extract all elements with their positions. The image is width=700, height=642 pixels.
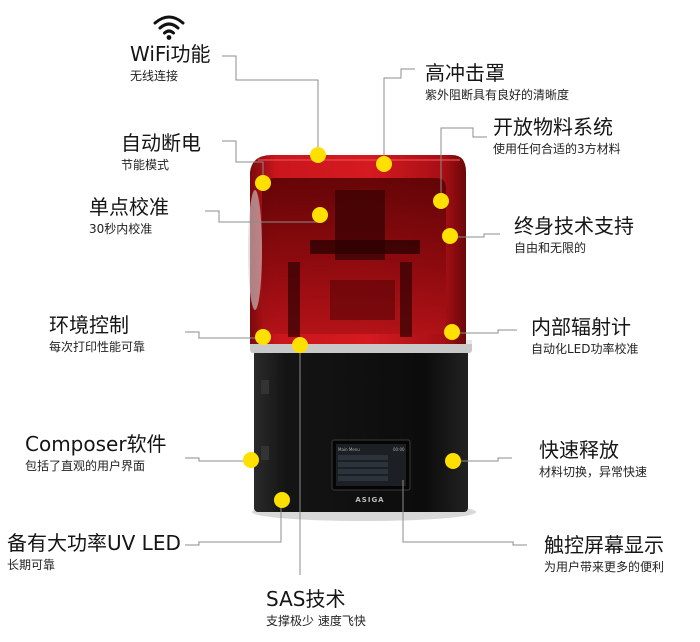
feature-subtitle: 每次打印性能可靠 xyxy=(49,340,146,354)
connector-lines xyxy=(185,55,527,575)
feature-impact-shield: 高冲击罩 紫外阻断具有良好的清晰度 xyxy=(425,62,569,103)
feature-subtitle: 支撑极少 速度飞快 xyxy=(266,614,366,628)
feature-title: 备有大功率UV LED xyxy=(7,531,181,555)
feature-title: WiFi功能 xyxy=(130,42,211,66)
feature-dots xyxy=(243,147,461,508)
feature-title: 单点校准 xyxy=(89,195,169,219)
feature-title: 环境控制 xyxy=(49,313,129,337)
feature-title: 高冲击罩 xyxy=(425,61,505,85)
feature-subtitle: 包括了直观的用户界面 xyxy=(25,459,146,473)
feature-title: 终身技术支持 xyxy=(514,214,634,238)
feature-title: 内部辐射计 xyxy=(531,315,631,339)
feature-title: Composer软件 xyxy=(25,432,167,456)
feature-subtitle: 使用任何合适的3方材料 xyxy=(493,142,621,156)
feature-auto-off: 自动断电 节能模式 xyxy=(121,132,201,173)
feature-subtitle: 自由和无限的 xyxy=(514,241,587,255)
screen-title: Main Menu xyxy=(338,447,360,452)
feature-wifi: WiFi功能 无线连接 xyxy=(130,43,211,84)
feature-sas-tech: SAS技术 支撑极少 速度飞快 xyxy=(266,588,366,629)
feature-title: 自动断电 xyxy=(121,131,201,155)
feature-radiometer: 内部辐射计 自动化LED功率校准 xyxy=(531,316,639,357)
feature-env-control: 环境控制 每次打印性能可靠 xyxy=(49,314,145,355)
printer-body xyxy=(254,350,468,512)
feature-title: 开放物料系统 xyxy=(493,115,613,139)
feature-composer: Composer软件 包括了直观的用户界面 xyxy=(25,433,167,474)
feature-subtitle: 为用户带来更多的便利 xyxy=(544,560,665,574)
feature-open-material: 开放物料系统 使用任何合适的3方材料 xyxy=(493,116,621,157)
feature-subtitle: 无线连接 xyxy=(130,69,179,83)
screen-status: 00:00 xyxy=(393,447,405,452)
feature-lifetime-support: 终身技术支持 自由和无限的 xyxy=(514,215,634,256)
feature-subtitle: 长期可靠 xyxy=(7,558,56,572)
feature-title: SAS技术 xyxy=(266,587,346,611)
feature-subtitle: 30秒内校准 xyxy=(89,222,153,236)
feature-uv-led: 备有大功率UV LED 长期可靠 xyxy=(7,532,181,573)
feature-quick-release: 快速释放 材料切换，异常快速 xyxy=(539,439,647,480)
feature-subtitle: 紫外阻断具有良好的清晰度 xyxy=(425,88,570,102)
brand-logo: ASIGA xyxy=(355,496,384,504)
feature-title: 触控屏幕显示 xyxy=(544,533,664,557)
feature-subtitle: 自动化LED功率校准 xyxy=(531,342,639,356)
feature-subtitle: 节能模式 xyxy=(121,158,170,172)
feature-title: 快速释放 xyxy=(539,438,619,462)
feature-subtitle: 材料切换，异常快速 xyxy=(539,465,648,479)
wifi-icon xyxy=(153,15,185,40)
feature-touch-display: 触控屏幕显示 为用户带来更多的便利 xyxy=(544,534,664,575)
feature-calibration: 单点校准 30秒内校准 xyxy=(89,196,169,237)
